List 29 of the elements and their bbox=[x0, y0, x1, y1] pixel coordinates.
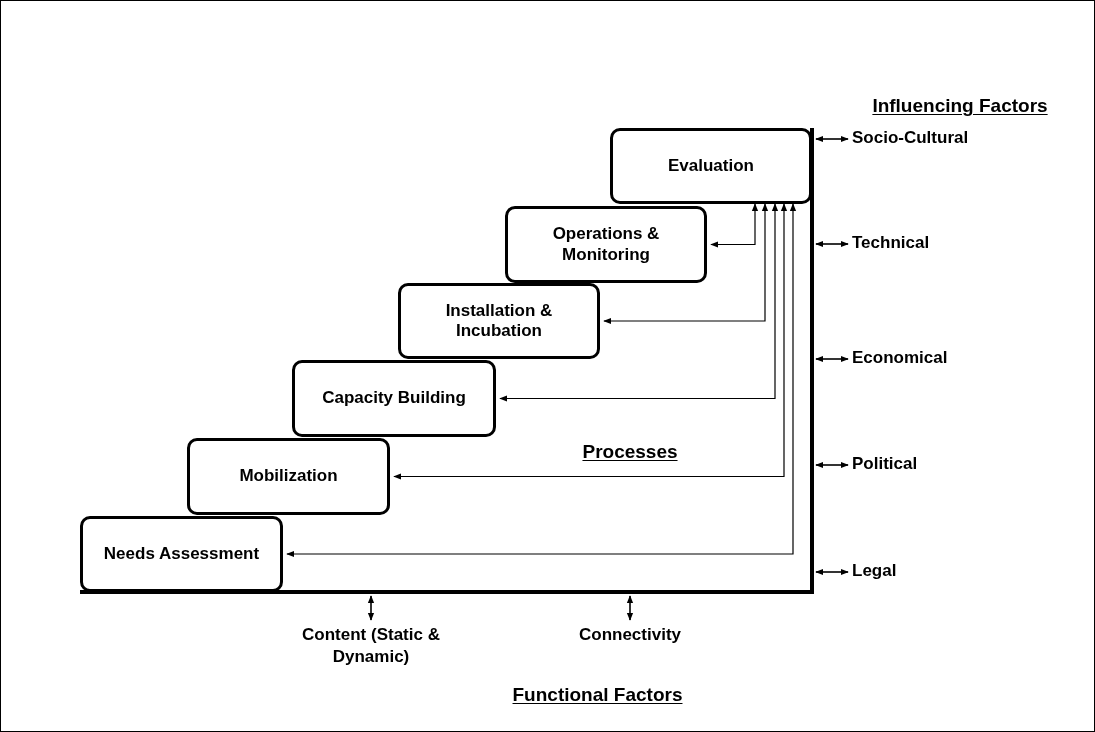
functional-factor: Content (Static & Dynamic) bbox=[281, 624, 461, 674]
process-box: Capacity Building bbox=[292, 360, 496, 437]
influencing-factor: Political bbox=[852, 453, 992, 477]
influencing-factor: Socio-Cultural bbox=[852, 127, 1022, 151]
process-box: Operations & Monitoring bbox=[505, 206, 707, 283]
process-box: Evaluation bbox=[610, 128, 812, 204]
arrow bbox=[626, 595, 634, 621]
influencing-factor: Legal bbox=[852, 560, 992, 584]
arrow bbox=[499, 203, 779, 402]
section-heading: Influencing Factors bbox=[871, 94, 1049, 118]
process-box: Mobilization bbox=[187, 438, 390, 515]
arrow bbox=[815, 461, 849, 469]
arrow bbox=[710, 203, 759, 248]
arrow bbox=[815, 355, 849, 363]
arrow bbox=[393, 203, 788, 480]
arrow bbox=[286, 203, 797, 558]
section-heading: Functional Factors bbox=[511, 683, 684, 707]
arrow bbox=[815, 568, 849, 576]
process-box: Installation & Incubation bbox=[398, 283, 600, 359]
arrow bbox=[815, 240, 849, 248]
process-box: Needs Assessment bbox=[80, 516, 283, 592]
functional-factor: Connectivity bbox=[560, 624, 700, 648]
arrow bbox=[603, 203, 769, 325]
section-heading: Processes bbox=[581, 440, 679, 464]
arrow bbox=[367, 595, 375, 621]
process-frame bbox=[80, 128, 814, 594]
influencing-factor: Economical bbox=[852, 347, 992, 371]
influencing-factor: Technical bbox=[852, 232, 992, 256]
arrow bbox=[815, 135, 849, 143]
